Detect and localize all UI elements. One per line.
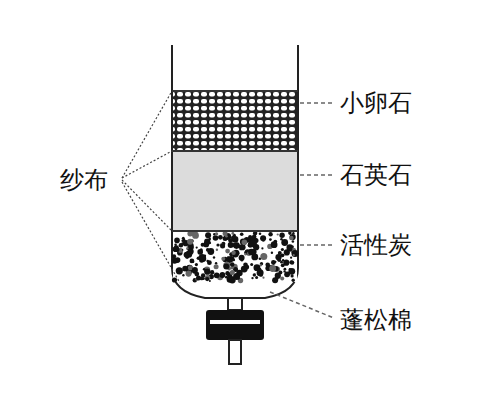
carbon-texture [172, 230, 299, 283]
nozzle-cap [206, 310, 264, 340]
layer-label: 小卵石 [338, 90, 414, 116]
outlet-tube [229, 340, 241, 364]
gauze-lines [172, 91, 298, 231]
gauze-leaders [122, 91, 180, 283]
nozzle-neck [228, 298, 242, 310]
leader-lines [270, 103, 334, 318]
layer-label: 活性炭 [338, 232, 414, 258]
nozzle-ring [210, 320, 260, 324]
layer-label: 蓬松棉 [338, 307, 414, 333]
quartz-layer [173, 152, 297, 230]
pebble-layer [173, 92, 297, 150]
gauze-label: 纱布 [58, 167, 110, 193]
carbon-layer [173, 232, 297, 282]
layer-label: 石英石 [338, 162, 414, 188]
bottle-outline [172, 45, 298, 298]
